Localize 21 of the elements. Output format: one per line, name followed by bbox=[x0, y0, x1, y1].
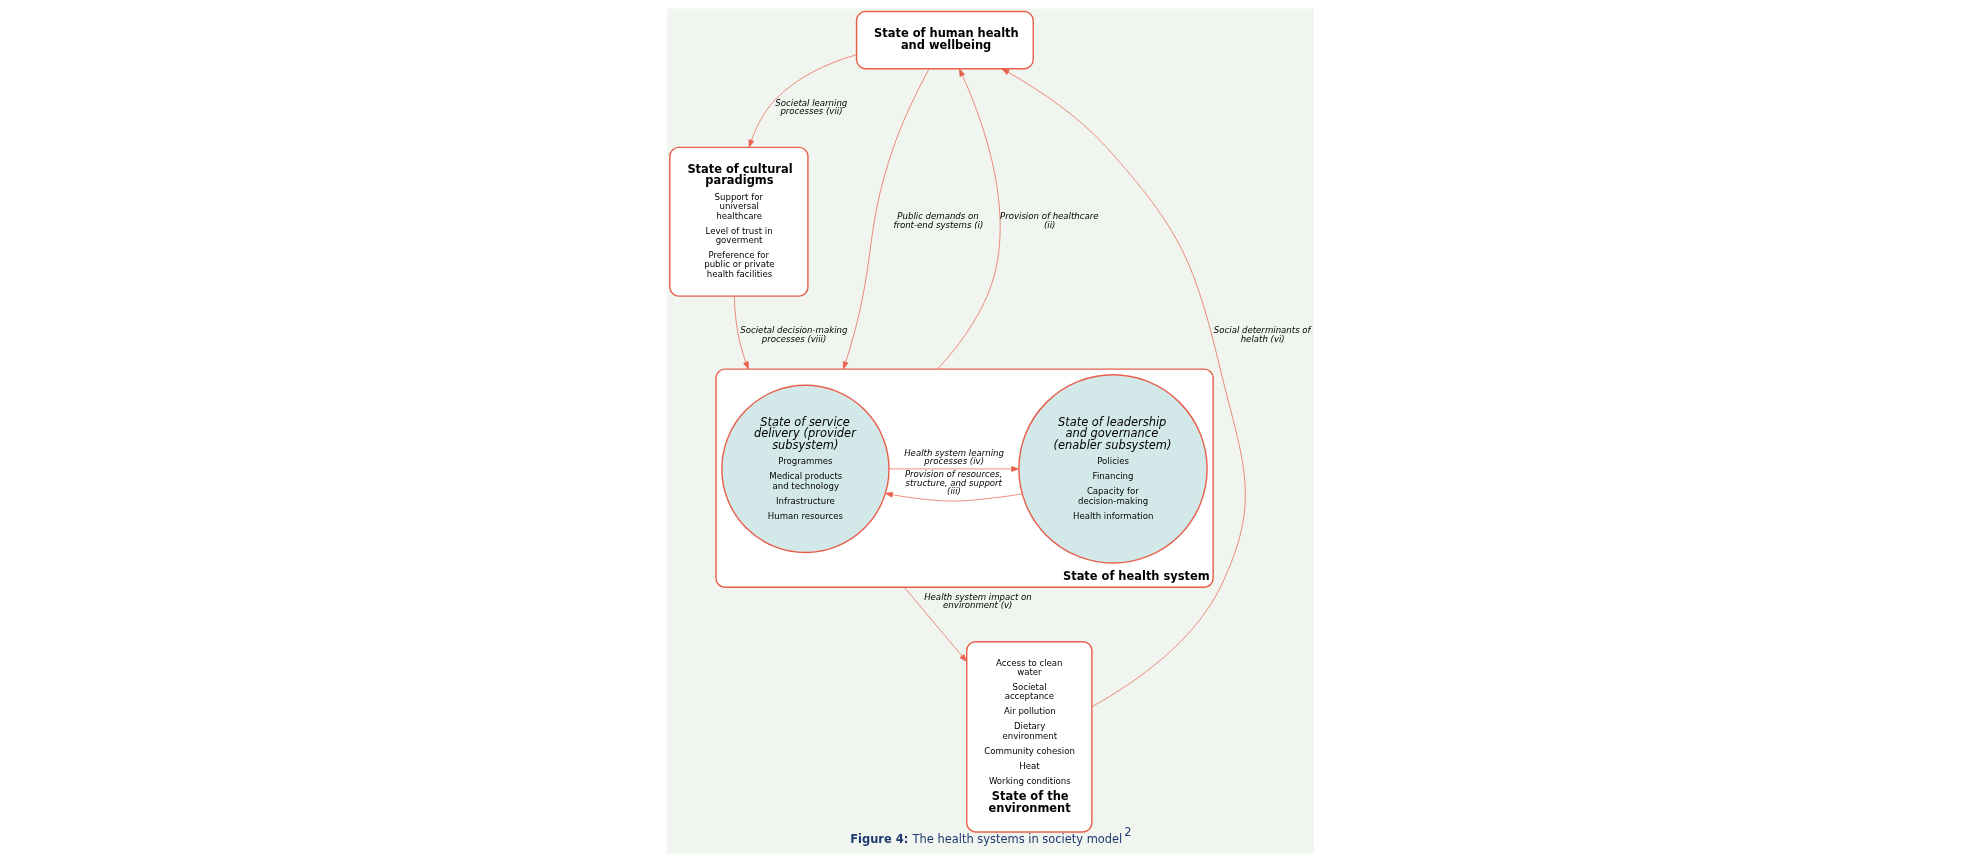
edge-label: Societal decision-making processes (viii) bbox=[739, 325, 847, 344]
node-box: State of cultural paradigms Support for universal healthcare Level of trust in goverment Preference for public or private health facilities bbox=[668, 146, 809, 297]
edge-label: Health system impact on environment (v) bbox=[923, 591, 1032, 611]
arrow bbox=[903, 586, 967, 662]
edge-label: Public demands on front-end systems (i) bbox=[892, 211, 983, 230]
arrow bbox=[884, 491, 1022, 502]
node-circle: State of leadership and governance (enabler subsystem) Policies Financing Capacity for decision-making Health information bbox=[1017, 374, 1208, 564]
arrow bbox=[733, 295, 749, 370]
node-circle: State of service delivery (provider subsystem) Programmes Medical products and technology Infrastructure Human resources bbox=[720, 384, 890, 554]
edge-label: Societal learning processes (vii) bbox=[774, 97, 847, 117]
arrow bbox=[888, 466, 1019, 472]
arrow bbox=[842, 68, 929, 370]
edge-label: Social determinants of helath (vi) bbox=[1213, 325, 1311, 344]
node-box: Access to clean water Societal acceptance Air pollution Dietary environment Community cohesion Heat Working conditions State of the environment bbox=[965, 640, 1093, 833]
arrow bbox=[1001, 68, 1246, 708]
arrow bbox=[748, 54, 857, 148]
edge-label: Health system learning processes (iv) bbox=[903, 447, 1004, 467]
node-box: State of human health and wellbeing bbox=[855, 10, 1034, 70]
edge-label: Provision of resources, structure, and support (iii) bbox=[904, 469, 1002, 497]
edge-label: Provision of healthcare (ii) bbox=[999, 211, 1099, 230]
arrow bbox=[936, 68, 1000, 370]
